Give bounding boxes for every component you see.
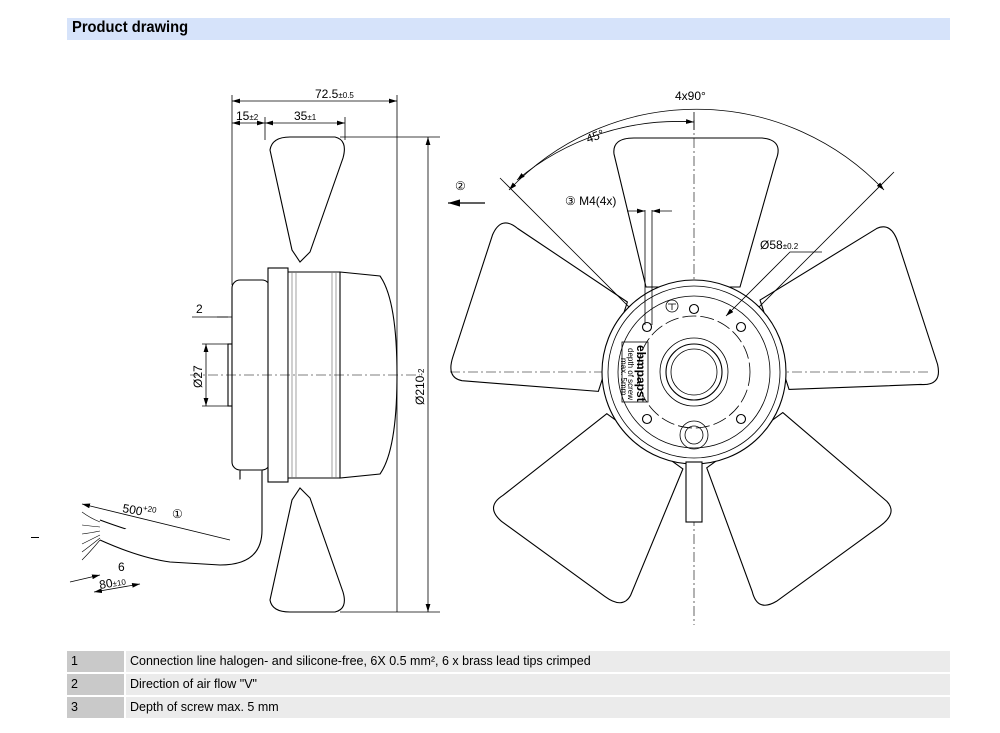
fan-blades [450, 137, 939, 606]
blade-bottom-side [269, 487, 345, 613]
plate-text-2: max. 5mm [619, 358, 628, 396]
dim-shaft-label: Ø27 [191, 365, 205, 388]
ground-symbol-icon [665, 299, 679, 313]
dim-lead-length-label: 80±10 [98, 573, 127, 592]
legend-text: Depth of screw max. 5 mm [126, 697, 950, 718]
margin-mark [31, 537, 39, 538]
plate-text-1: depth of screw [626, 348, 635, 400]
angle-total-label: 4x90° [675, 89, 706, 103]
section-title: Product drawing [72, 19, 189, 36]
dim-flange-label: 2 [196, 302, 203, 316]
bolt-circle-label: Ø58±0.2 [760, 238, 799, 252]
legend-table: 1 Connection line halogen- and silicone-… [67, 651, 950, 720]
fan-blade [450, 222, 629, 392]
screw-holes [641, 303, 747, 425]
ebmpapst-logo: ebmpapst [634, 345, 648, 402]
legend-row: 1 Connection line halogen- and silicone-… [67, 651, 950, 672]
dim-hub-offset-label: 15±2 [236, 109, 259, 123]
legend-text: Direction of air flow "V" [126, 674, 950, 695]
fan-blade [613, 137, 779, 288]
dim-fan-dia-label: Ø210-2 [413, 368, 427, 405]
legend-text: Connection line halogen- and silicone-fr… [126, 651, 950, 672]
screw-label: ③ M4(4x) [565, 194, 616, 208]
fan-blade [759, 226, 939, 391]
fan-blade [706, 411, 892, 606]
legend-num: 1 [67, 651, 124, 672]
legend-num: 3 [67, 697, 124, 718]
front-view: 4x90° 45° ebmpapst depth of screw max. 5… [450, 89, 939, 625]
dim-cable-length-label: 500+20 [121, 500, 157, 521]
section-header: Product drawing [67, 18, 950, 40]
dim-strip-label: 6 [118, 560, 125, 574]
dim-blade-width-label: 35±1 [294, 109, 317, 123]
side-view: 72.5±0.5 15±2 35±1 Ø210-2 2 Ø27 [69, 87, 485, 613]
callout-2: ② [455, 179, 466, 193]
blade-top-side [269, 136, 345, 263]
callout-1: ① [172, 507, 183, 521]
dim-length-label: 72.5±0.5 [315, 87, 354, 101]
legend-row: 3 Depth of screw max. 5 mm [67, 697, 950, 718]
angle-half-label: 45° [584, 127, 606, 146]
legend-row: 2 Direction of air flow "V" [67, 674, 950, 695]
legend-num: 2 [67, 674, 124, 695]
fan-blade [492, 413, 684, 604]
